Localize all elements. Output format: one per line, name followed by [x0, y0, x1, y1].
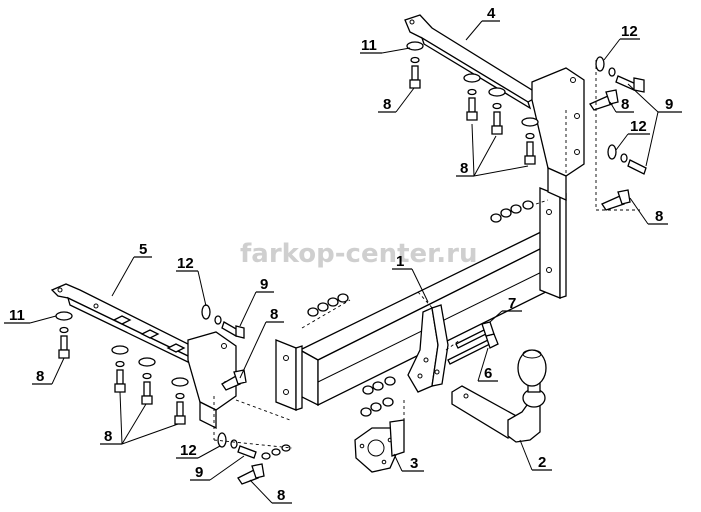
label-6: 6	[484, 365, 492, 382]
assembly-lines	[213, 60, 640, 449]
label-9-top: 9	[665, 96, 673, 113]
label-5: 5	[139, 241, 147, 258]
label-11-left: 11	[9, 307, 25, 324]
nuts-left-plate	[307, 293, 349, 317]
tow-ball	[451, 349, 547, 443]
bolts-left-bracket	[55, 311, 189, 425]
label-8-top-group: 8	[460, 160, 468, 177]
label-3: 3	[410, 455, 418, 472]
label-12-top: 12	[621, 23, 638, 40]
label-12-mid: 12	[630, 118, 647, 135]
label-8-left-top: 8	[270, 306, 278, 323]
nuts-center-bracket	[360, 376, 396, 417]
label-9-left-bottom: 9	[195, 464, 203, 481]
bolt-7	[455, 321, 495, 349]
label-8-top-right: 8	[621, 96, 629, 113]
part-labels: 4 12 11 8 8 9 12 8 8 5 12 9 1 7 11 8 8 6…	[9, 5, 673, 504]
label-9-left-top: 9	[260, 276, 268, 293]
crossbar-right-plate	[539, 187, 567, 299]
side-bracket-left	[50, 283, 237, 430]
nuts-right-plate	[490, 200, 534, 223]
label-7: 7	[508, 295, 516, 312]
label-8-bottom: 8	[277, 487, 285, 504]
label-11-top: 11	[361, 37, 377, 54]
bolts-top-bracket	[406, 41, 539, 165]
label-8-top-left: 8	[383, 96, 391, 113]
label-4: 4	[487, 5, 496, 22]
label-12-left-top: 12	[177, 255, 194, 272]
bolts-right-side	[589, 56, 647, 211]
crossbar-left-plate	[275, 339, 303, 411]
watermark: farkop-center.ru	[240, 239, 477, 269]
label-12-left-bottom: 12	[180, 442, 197, 459]
socket-plate	[354, 419, 405, 473]
label-8-left: 8	[36, 368, 44, 385]
leader-lines	[4, 20, 682, 504]
label-2: 2	[538, 454, 546, 471]
center-bracket	[407, 304, 449, 393]
label-8-left-group: 8	[104, 428, 112, 445]
label-8-right: 8	[655, 208, 663, 225]
label-1: 1	[396, 253, 404, 270]
